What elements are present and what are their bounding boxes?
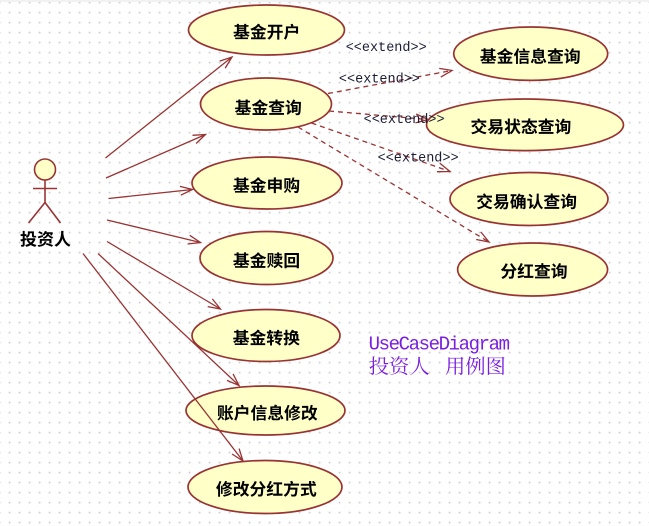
svg-text:<<extend>>: <<extend>> [378,152,459,167]
svg-text:<<extend>>: <<extend>> [346,41,427,56]
svg-text:UseCaseDiagram: UseCaseDiagram [369,334,510,356]
svg-text:<<extend>>: <<extend>> [364,113,445,128]
svg-text:<<extend>>: <<extend>> [339,73,420,88]
